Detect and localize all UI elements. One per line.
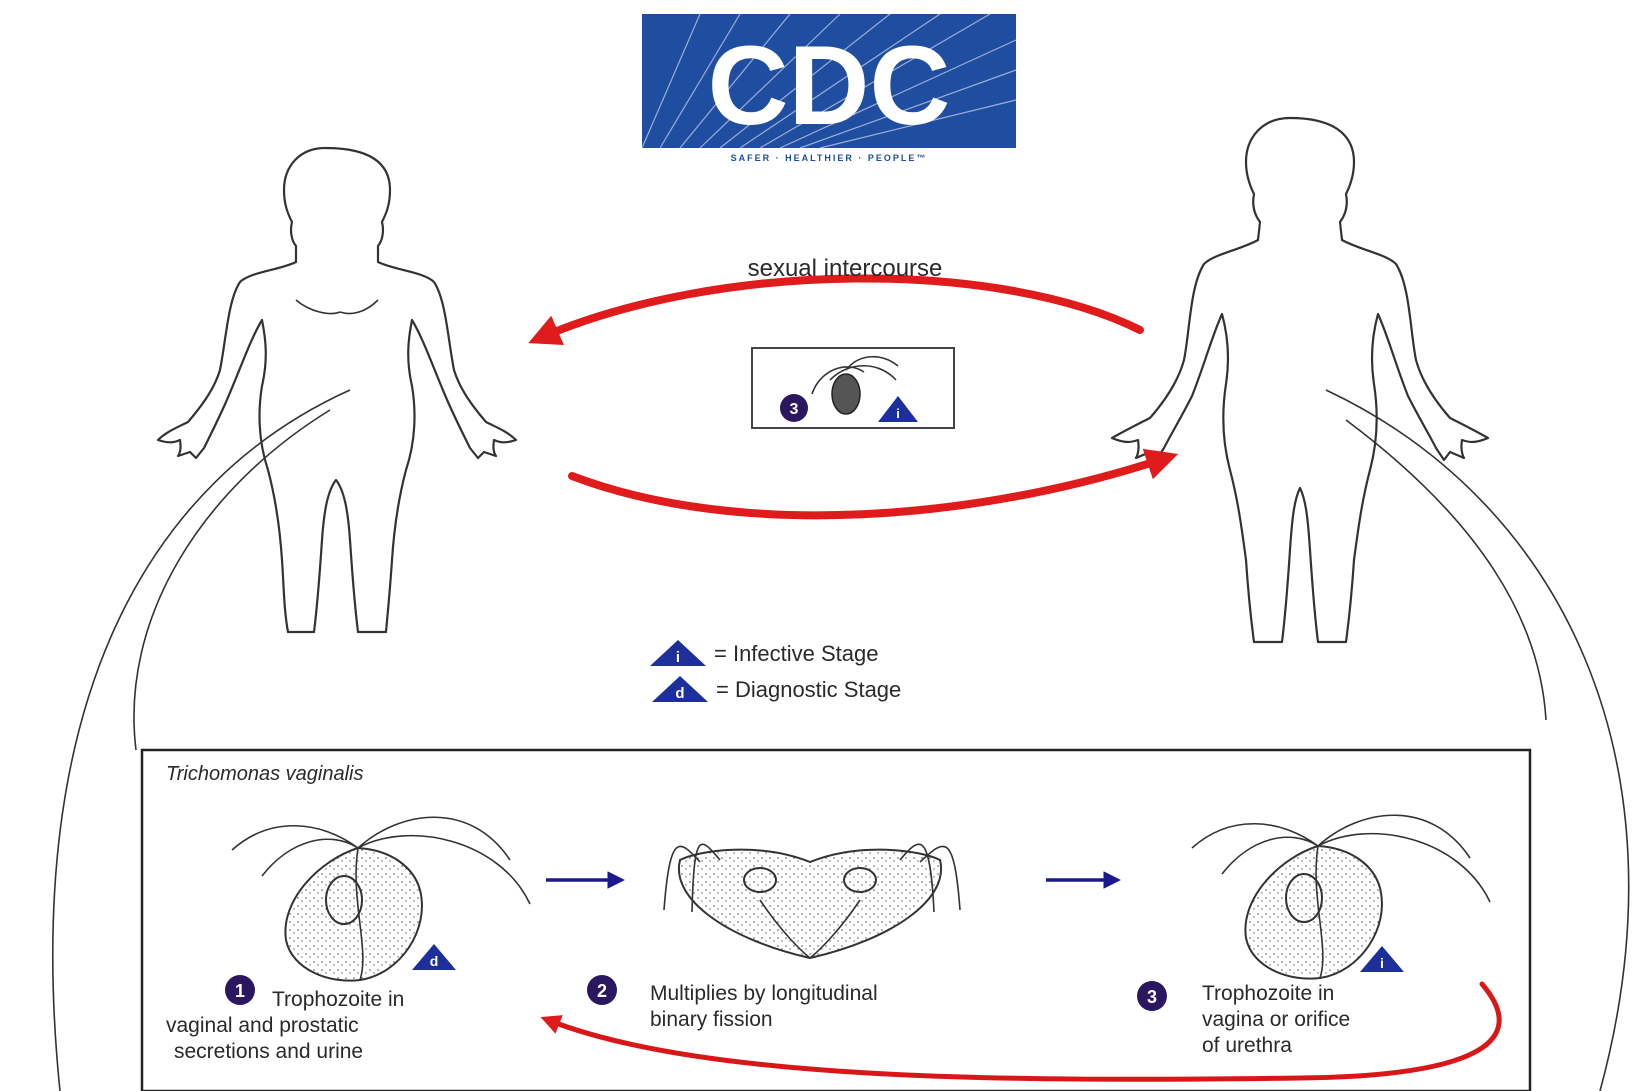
- legend-infective-text: = Infective Stage: [714, 641, 879, 666]
- stage-3-line-2: vagina or orifice: [1202, 1008, 1350, 1031]
- cdc-logo-text: CDC: [708, 23, 951, 148]
- transmission-arrow-to-female: [540, 278, 1140, 338]
- stage-1-marker: d: [430, 953, 439, 969]
- stage-3-marker: i: [1380, 955, 1384, 971]
- transmission-label: sexual intercourse: [748, 255, 943, 282]
- right-inner-curve: [1346, 420, 1546, 720]
- stage-3-line-3: of urethra: [1202, 1034, 1292, 1057]
- legend-diagnostic-marker: d: [675, 685, 684, 702]
- cdc-logo-tagline: SAFER · HEALTHIER · PEOPLE™: [731, 153, 928, 163]
- stage-1-line-3: secretions and urine: [174, 1040, 363, 1063]
- cdc-logo: CDC SAFER · HEALTHIER · PEOPLE™: [642, 14, 1016, 163]
- female-figure-chest: [296, 300, 378, 314]
- transmission-arrow-to-male: [572, 458, 1166, 515]
- stage-2-line-2: binary fission: [650, 1008, 773, 1031]
- stage-3-number: 3: [1147, 987, 1157, 1007]
- left-inner-curve: [134, 410, 330, 750]
- legend: i = Infective Stage d = Diagnostic Stage: [650, 640, 901, 702]
- stage-2-line-1: Multiplies by longitudinal: [650, 982, 878, 1005]
- center-inset-marker: i: [896, 406, 900, 421]
- male-figure-outline: [1112, 118, 1488, 642]
- lifecycle-title: Trichomonas vaginalis: [166, 763, 364, 785]
- center-inset-number: 3: [790, 401, 799, 418]
- female-figure-outline: [158, 148, 516, 632]
- stage-1-line-2: vaginal and prostatic: [166, 1014, 359, 1037]
- center-inset-trophozoite: [832, 374, 860, 414]
- legend-infective-marker: i: [676, 649, 680, 666]
- center-inset: 3 i: [752, 348, 954, 428]
- male-figure: [1112, 118, 1488, 642]
- stage-1-line-1: Trophozoite in: [272, 988, 404, 1011]
- stage-3-line-1: Trophozoite in: [1202, 982, 1334, 1005]
- female-figure: [158, 148, 516, 632]
- legend-diagnostic-text: = Diagnostic Stage: [716, 677, 901, 702]
- stage-2-number: 2: [597, 981, 607, 1001]
- stage-1-number: 1: [235, 981, 245, 1001]
- lifecycle-box: Trichomonas vaginalis d i: [142, 750, 1530, 1091]
